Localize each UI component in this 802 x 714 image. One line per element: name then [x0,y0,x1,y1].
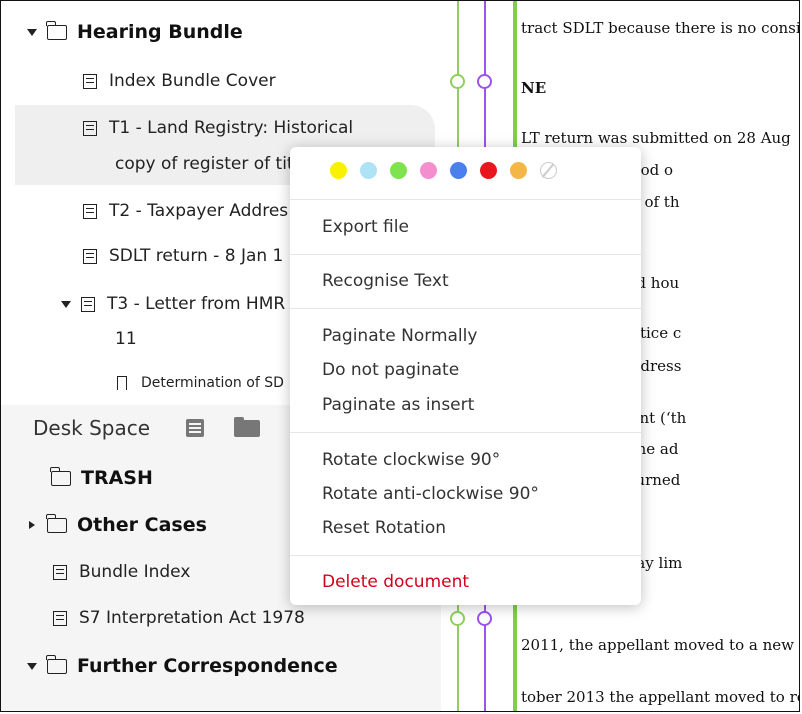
sidebar-item-label: T2 - Taxpayer Addres [109,201,289,221]
document-icon [83,248,97,264]
list-view-icon[interactable] [186,419,205,437]
bookmark-item[interactable]: Determination of SD [117,375,284,394]
document-icon [53,564,67,580]
color-tag-pink[interactable] [420,162,437,179]
export-file-menu-item[interactable]: Export file [322,217,409,237]
sidebar-item-index-bundle-cover[interactable]: Index Bundle Cover [83,71,276,91]
folder-other-cases[interactable]: Other Cases [29,513,207,536]
folder-icon [50,466,71,486]
sidebar-item-label: T3 - Letter from HMR [107,294,286,314]
menu-divider [290,308,641,309]
folder-trash[interactable]: TRASH [50,466,153,489]
document-icon [81,296,95,312]
color-tag-orange[interactable] [510,162,527,179]
doc-line: NE [521,79,547,97]
sidebar-item-bundle-index[interactable]: Bundle Index [53,562,190,582]
sidebar-item-t3-line2[interactable]: 11 [115,329,137,349]
color-tag-yellow[interactable] [330,162,347,179]
rotate-anticlockwise-menu-item[interactable]: Rotate anti-clockwise 90° [322,484,539,504]
sidebar-item-label: S7 Interpretation Act 1978 [79,608,305,628]
timeline-node[interactable] [450,74,465,89]
desk-space-title: Desk Space [33,416,151,440]
sidebar-item-t3-letter[interactable]: T3 - Letter from HMR [61,294,285,314]
menu-divider [290,199,641,200]
paginate-normally-menu-item[interactable]: Paginate Normally [322,326,478,346]
sidebar-item-label: Bundle Index [79,562,191,582]
paginate-as-insert-menu-item[interactable]: Paginate as insert [322,395,475,415]
do-not-paginate-menu-item[interactable]: Do not paginate [322,360,460,380]
no-color-icon[interactable] [540,162,557,179]
document-icon [83,73,97,89]
doc-line: tober 2013 the appellant moved to re [521,688,800,706]
sidebar-item-t1-line2[interactable]: copy of register of tit [115,154,294,174]
sidebar-item-label-line2: copy of register of tit [115,154,294,174]
folder-icon [46,513,67,533]
delete-document-menu-item[interactable]: Delete document [322,572,470,592]
reset-rotation-menu-item[interactable]: Reset Rotation [322,518,446,538]
menu-divider [290,432,641,433]
rotate-clockwise-menu-item[interactable]: Rotate clockwise 90° [322,450,501,470]
color-tag-picker [330,162,557,179]
sidebar-item-t2-taxpayer[interactable]: T2 - Taxpayer Addres [83,201,288,221]
recognise-text-menu-item[interactable]: Recognise Text [322,271,449,291]
folder-label: Other Cases [77,514,207,536]
folder-label: Hearing Bundle [77,21,243,43]
folder-icon [46,20,67,40]
bookmark-icon [117,376,127,394]
menu-divider [290,555,641,556]
color-tag-blue[interactable] [450,162,467,179]
sidebar-item-s7-interpretation[interactable]: S7 Interpretation Act 1978 [53,608,305,628]
document-icon [83,203,97,219]
desk-space-header: Desk Space [33,416,261,440]
folder-further-correspondence[interactable]: Further Correspondence [27,654,338,677]
folder-hearing-bundle[interactable]: Hearing Bundle [27,20,243,43]
folder-label: TRASH [81,467,153,489]
chevron-down-icon[interactable] [27,28,37,36]
chevron-down-icon[interactable] [61,300,71,308]
doc-line: LT return was submitted on 28 Aug [521,129,791,147]
folder-icon [46,654,67,674]
document-icon [83,120,97,136]
doc-line: tract SDLT because there is no consi [521,19,800,37]
chevron-right-icon[interactable] [29,521,35,529]
sidebar-item-label: Index Bundle Cover [109,71,276,91]
document-icon [53,610,67,626]
timeline-node[interactable] [477,611,492,626]
timeline-node[interactable] [477,74,492,89]
sidebar-item-sdlt-return[interactable]: SDLT return - 8 Jan 1 [83,246,283,266]
sidebar-item-label: T1 - Land Registry: Historical [109,118,354,138]
doc-line: 2011, the appellant moved to a new [521,636,794,654]
chevron-down-icon[interactable] [27,662,37,670]
context-menu: Export file Recognise Text Paginate Norm… [290,147,641,605]
bookmark-label: Determination of SD [141,375,284,391]
sidebar-item-t1-land-registry[interactable]: T1 - Land Registry: Historical [83,118,353,138]
color-tag-green[interactable] [390,162,407,179]
folder-view-icon[interactable] [234,416,261,437]
sidebar-item-label-line2: 11 [115,329,137,349]
folder-label: Further Correspondence [77,655,338,677]
timeline-node[interactable] [450,611,465,626]
sidebar-item-label: SDLT return - 8 Jan 1 [109,246,284,266]
menu-divider [290,254,641,255]
color-tag-red[interactable] [480,162,497,179]
color-tag-light-blue[interactable] [360,162,377,179]
